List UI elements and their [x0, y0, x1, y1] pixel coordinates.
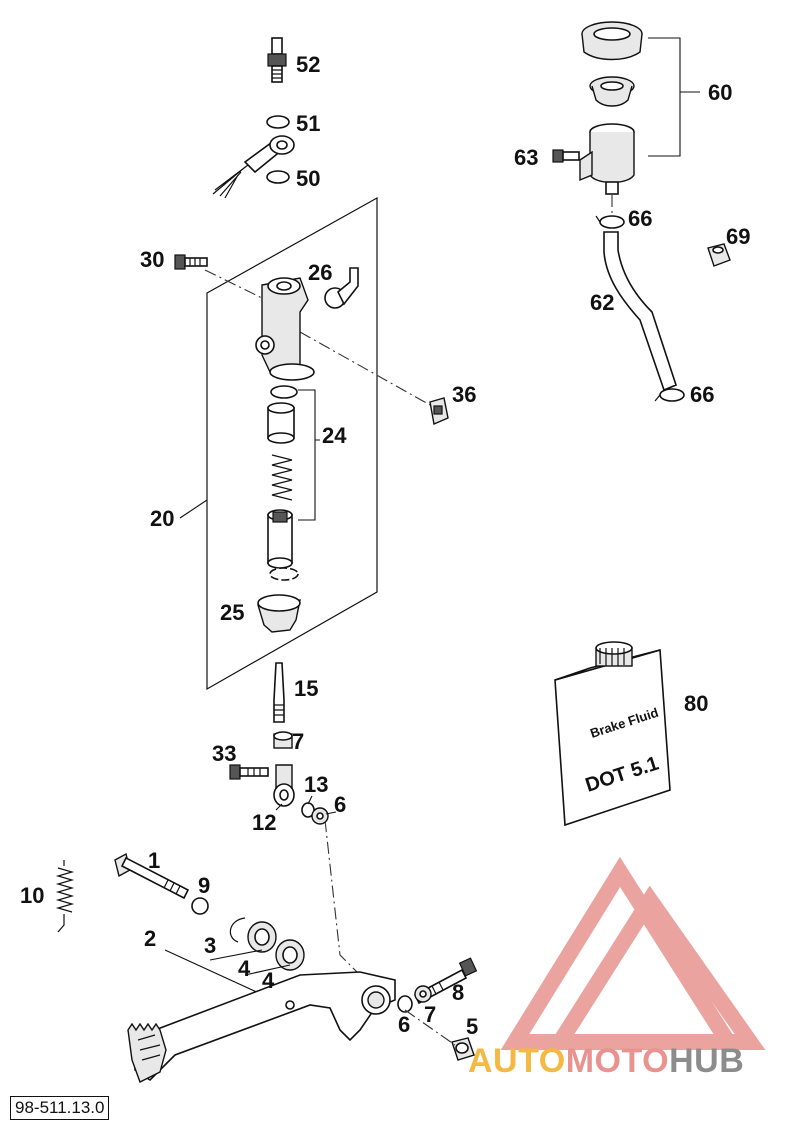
part-24-spring	[271, 454, 293, 501]
part-9-washer	[191, 897, 209, 915]
assembly-frame-20	[206, 196, 378, 691]
leader-6	[325, 811, 337, 815]
callout-6-right: 6	[398, 1012, 410, 1037]
callout-80: 80	[684, 691, 708, 716]
callout-15: 15	[294, 676, 318, 701]
centerline-5	[404, 1009, 456, 1046]
brand-part-hub: HUB	[669, 1042, 745, 1080]
centerline-36	[299, 331, 431, 406]
part-36-clip-nut	[429, 397, 449, 425]
leader-12	[275, 803, 283, 811]
callout-13: 13	[304, 772, 328, 797]
part-7-nut-right	[414, 985, 432, 1003]
callout-66-bottom: 66	[690, 382, 714, 407]
bracket-24	[298, 389, 320, 521]
diagram-reference-number: 98-511.13.0	[10, 1096, 110, 1120]
part-12-clevis	[273, 764, 295, 807]
callout-33: 33	[212, 741, 236, 766]
part-5-nut	[451, 1037, 475, 1061]
part-10-return-spring	[55, 860, 75, 933]
part-62-hose	[603, 231, 677, 392]
part-66-clamp-bottom	[654, 388, 685, 402]
part-63-screw	[552, 149, 580, 163]
banjo-fitting	[212, 135, 295, 199]
callout-4b: 4	[262, 968, 275, 993]
callout-6: 6	[334, 792, 346, 817]
brand-part-auto: AUTO	[468, 1042, 566, 1080]
part-33-bolt	[229, 764, 269, 780]
callout-25: 25	[220, 600, 244, 625]
watermark-brand: AUTOMOTOHUB	[468, 1042, 744, 1081]
bracket-60	[648, 37, 700, 157]
part-6-nut	[311, 807, 329, 825]
part-7-nut	[273, 731, 293, 749]
leader-3	[209, 949, 263, 961]
callout-4a: 4	[238, 956, 251, 981]
centerline-pushrod	[324, 819, 361, 976]
leader-4a	[244, 964, 291, 976]
bearing-circlip	[229, 917, 246, 943]
part-24-sleeve	[267, 402, 295, 444]
part-24-piston	[267, 509, 293, 569]
callout-30: 30	[140, 247, 164, 272]
part-6-washer-right	[397, 995, 413, 1013]
callout-63: 63	[514, 145, 538, 170]
brake-pedal-lever	[127, 971, 396, 1083]
callout-66-top: 66	[628, 206, 652, 231]
part-60-reservoir-cap	[581, 21, 643, 61]
leader-13	[307, 795, 313, 805]
callout-10: 10	[20, 883, 44, 908]
callout-69: 69	[726, 224, 750, 249]
callout-51: 51	[296, 111, 320, 136]
reservoir-diaphragm	[589, 76, 635, 107]
centerline-30	[204, 269, 263, 299]
callout-20: 20	[150, 506, 174, 531]
leader-20	[179, 499, 208, 519]
callout-24: 24	[322, 423, 347, 448]
part-52-brake-switch	[267, 37, 287, 83]
part-50-washer	[266, 170, 290, 184]
part-66-clamp-top	[595, 215, 625, 229]
callout-5: 5	[466, 1014, 478, 1039]
brand-part-moto: MOTO	[565, 1042, 670, 1080]
callout-52: 52	[296, 52, 320, 77]
part-26-elbow-connector	[324, 267, 359, 309]
callout-8: 8	[452, 980, 464, 1005]
callout-1: 1	[148, 848, 160, 873]
part-80-brake-fluid-can: Brake Fluid DOT 5.1	[554, 641, 671, 827]
callout-50: 50	[296, 166, 320, 191]
part-4-bearing-a	[247, 921, 277, 953]
part-1-pivot-bolt	[114, 852, 190, 900]
callout-26: 26	[308, 260, 332, 285]
callout-2: 2	[144, 926, 156, 951]
part-24-oring	[270, 385, 298, 399]
part-4-bearing-b	[275, 939, 305, 971]
callout-62: 62	[590, 290, 614, 315]
part-51-washer	[266, 115, 290, 129]
callout-9: 9	[198, 873, 210, 898]
master-cylinder-body	[255, 277, 315, 381]
part-30-bolt	[174, 254, 208, 270]
callout-7-right: 7	[424, 1002, 436, 1027]
callout-3: 3	[204, 933, 216, 958]
part-25-rubber-boot	[257, 594, 301, 633]
callout-12: 12	[252, 810, 276, 835]
callout-7: 7	[292, 729, 304, 754]
reservoir-body	[579, 123, 635, 195]
part-69-nut	[707, 243, 731, 267]
watermark-logo-mark	[500, 856, 766, 1050]
circlip	[269, 567, 299, 581]
part-15-push-rod	[273, 662, 285, 723]
callout-60: 60	[708, 80, 732, 105]
callout-36: 36	[452, 382, 476, 407]
